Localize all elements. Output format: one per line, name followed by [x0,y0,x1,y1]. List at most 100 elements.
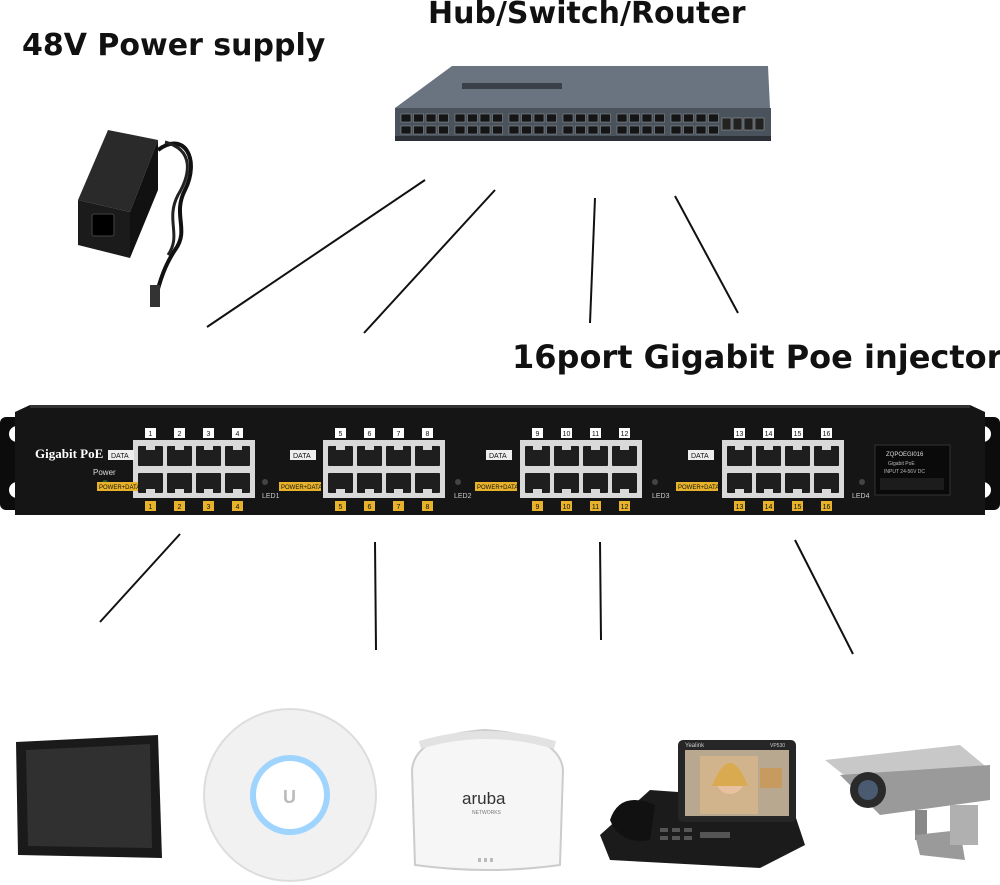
switch-port [587,113,599,123]
port-number-top: 15 [794,431,802,438]
port-number-box [590,501,601,511]
data-port [727,446,752,466]
data-port [612,446,637,466]
led-label: LED3 [652,493,670,500]
brand-text: Gigabit PoE [35,446,103,461]
port-latch-icon [423,489,432,493]
switch-port [400,125,412,135]
port-number-top: 7 [397,431,401,438]
port-latch-icon [175,446,184,450]
video-phone-image: Yealink VP530 [600,740,805,868]
cctv-camera-image [825,745,990,860]
switch-port [533,113,545,123]
port-number-box [335,501,346,511]
port-latch-icon [764,446,773,450]
port-latch-icon [233,489,242,493]
power-data-port [357,473,382,493]
switch-port [600,125,611,135]
data-port [138,446,163,466]
data-tag [290,450,316,460]
power-data-tag-text: POWER+DATA [477,485,518,491]
switch-port [600,113,611,123]
switch-port [562,125,574,135]
port-latch-icon [591,446,600,450]
switch-port [641,125,653,135]
model-text: ZQPOEGI016 [886,452,924,458]
port-number-top: 16 [823,431,831,438]
data-port [583,446,608,466]
yealink-text: Yealink [685,743,705,749]
port-number-box [763,428,774,438]
monitor-image [16,735,162,858]
sfp-port [721,117,732,131]
switch-port [575,113,586,123]
data-tag-text: DATA [489,453,507,460]
port-number-top: 11 [592,431,599,438]
port-latch-icon [562,446,571,450]
switch-port [708,113,719,123]
switch-port [521,125,532,135]
power-adapter-image [78,130,193,307]
led-labels: LED1 LED2 LED3 LED4 [262,479,870,500]
power-supply-label: 48V Power supply [22,28,326,63]
data-port [386,446,411,466]
data-port [167,446,192,466]
switch-port [654,113,665,123]
power-data-tag [97,482,139,491]
power-data-port [225,473,250,493]
power-data-tag [676,482,718,491]
port-number-top: 8 [426,431,430,438]
port-number-box [532,428,543,438]
data-port [357,446,382,466]
ubiquiti-ap-image: U [203,708,377,882]
data-port [756,446,781,466]
port-number-top: 3 [207,431,211,438]
port-latch-icon [175,489,184,493]
switch-port [641,113,653,123]
port-number-bottom: 9 [536,504,540,511]
led-icon [859,479,865,485]
port-latch-icon [336,489,345,493]
switch-port [467,113,478,123]
port-latch-icon [533,489,542,493]
power-data-port [167,473,192,493]
model-sub-text: Gigabit PoE [888,461,915,467]
data-tag-text: DATA [691,453,709,460]
port-number-box [335,428,346,438]
switch-port [654,125,665,135]
sfp-port [743,117,754,131]
port-latch-icon [793,446,802,450]
connector-line [589,197,596,324]
switch-port [492,125,503,135]
switch-port [508,125,520,135]
port-number-bottom: 16 [823,504,831,511]
power-data-port [583,473,608,493]
port-number-box [174,428,185,438]
switch-port [683,113,694,123]
switch-port [479,113,491,123]
network-switch-image [395,66,771,141]
switch-port [454,113,466,123]
injector-label: 16port Gigabit Poe injector [512,338,1000,376]
port-number-box [203,428,214,438]
port-latch-icon [204,446,213,450]
power-data-port [525,473,550,493]
switch-port [508,113,520,123]
port-number-box [393,428,404,438]
port-number-bottom: 6 [368,504,372,511]
port-latch-icon [365,489,374,493]
port-number-top: 9 [536,431,540,438]
switch-port [629,125,640,135]
port-number-box [532,501,543,511]
sfp-port [754,117,765,131]
power-data-port [785,473,810,493]
port-latch-icon [620,446,629,450]
port-groups: DATAPOWER+DATA11223344DATAPOWER+DATA5566… [97,428,844,511]
connector-line [374,541,377,651]
switch-port [467,125,478,135]
switch-port [425,113,437,123]
switch-port [562,113,574,123]
data-port [196,446,221,466]
